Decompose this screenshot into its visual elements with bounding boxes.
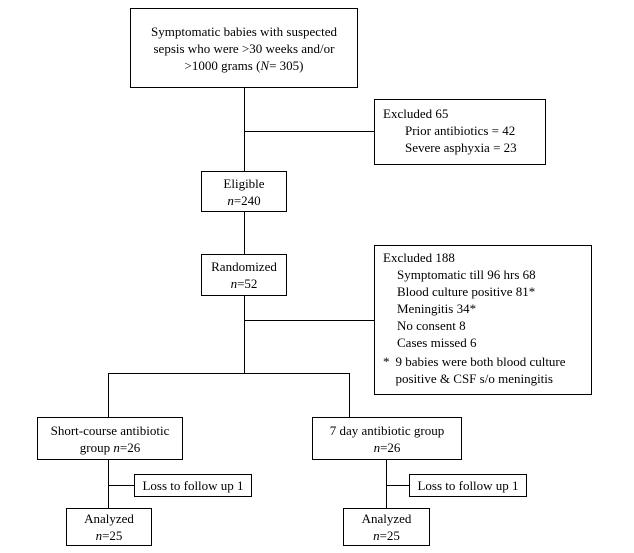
connector-split <box>108 373 349 374</box>
loss-right-label: Loss to follow up 1 <box>417 478 519 493</box>
seven-group-line1: 7 day antibiotic group <box>329 422 445 438</box>
analyzed-right-box: Analyzed n=25 <box>343 508 430 546</box>
connector-to-loss-right <box>386 485 409 486</box>
analyzed-right-count: n=25 <box>373 528 400 543</box>
enrollment-line3: >1000 grams (N= 305) <box>184 57 304 73</box>
short-group-line2: group n=26 <box>79 439 141 455</box>
analyzed-left-count: n=25 <box>95 528 123 543</box>
enrollment-line1: Symptomatic babies with suspected <box>151 23 337 39</box>
connector-to-loss-left <box>108 485 134 486</box>
excluded1-title: Excluded 65 <box>383 106 449 121</box>
enrollment-line2: sepsis who were >30 weeks and/or <box>153 40 335 56</box>
randomized-count: n=52 <box>230 276 258 291</box>
connector-left-down <box>108 460 109 508</box>
connector-eligible-to-randomized <box>244 212 245 254</box>
eligible-label: Eligible <box>223 175 265 191</box>
excluded2-title: Excluded 188 <box>383 250 455 265</box>
connector-split-left <box>108 373 109 417</box>
seven-group-count: n=26 <box>373 439 401 455</box>
footnote-mark: * <box>383 354 390 369</box>
loss-follow-up-left-box: Loss to follow up 1 <box>134 474 252 497</box>
eligible-count: n=240 <box>227 192 261 208</box>
connector-randomized-down <box>244 296 245 373</box>
randomized-box: Randomized n=52 <box>201 254 287 296</box>
footnote-line1: 9 babies were both blood culture <box>395 354 566 369</box>
randomized-label: Randomized <box>211 259 277 274</box>
enrollment-box: Symptomatic babies with suspected sepsis… <box>130 8 358 88</box>
excluded2-item: Meningitis 34* <box>397 301 477 316</box>
connector-to-excluded2 <box>244 320 374 321</box>
eligible-box: Eligible n=240 <box>201 171 287 212</box>
excluded-box-1: Excluded 65 Prior antibiotics = 42 Sever… <box>374 99 546 165</box>
excluded1-item: Severe asphyxia = 23 <box>405 140 517 155</box>
seven-day-group-box: 7 day antibiotic group n=26 <box>312 417 462 460</box>
excluded2-item: No consent 8 <box>397 318 466 333</box>
analyzed-left-box: Analyzed n=25 <box>66 508 152 546</box>
excluded2-footnote: * 9 babies were both blood culture posit… <box>383 353 583 387</box>
short-course-group-box: Short-course antibiotic group n=26 <box>37 417 183 460</box>
excluded2-item: Blood culture positive 81* <box>397 284 536 299</box>
connector-to-excluded1 <box>244 131 374 132</box>
footnote-line2: positive & CSF s/o meningitis <box>395 371 553 386</box>
analyzed-left-label: Analyzed <box>84 511 134 526</box>
excluded-box-2: Excluded 188 Symptomatic till 96 hrs 68 … <box>374 245 592 395</box>
loss-left-label: Loss to follow up 1 <box>142 478 244 493</box>
connector-right-down <box>386 460 387 508</box>
loss-follow-up-right-box: Loss to follow up 1 <box>409 474 527 497</box>
connector-top-to-eligible <box>244 88 245 171</box>
short-group-line1: Short-course antibiotic <box>50 422 170 438</box>
analyzed-right-label: Analyzed <box>361 511 412 526</box>
excluded2-item: Symptomatic till 96 hrs 68 <box>397 267 536 282</box>
excluded2-item: Cases missed 6 <box>397 335 477 350</box>
connector-split-right <box>349 373 350 417</box>
excluded1-item: Prior antibiotics = 42 <box>405 123 516 138</box>
